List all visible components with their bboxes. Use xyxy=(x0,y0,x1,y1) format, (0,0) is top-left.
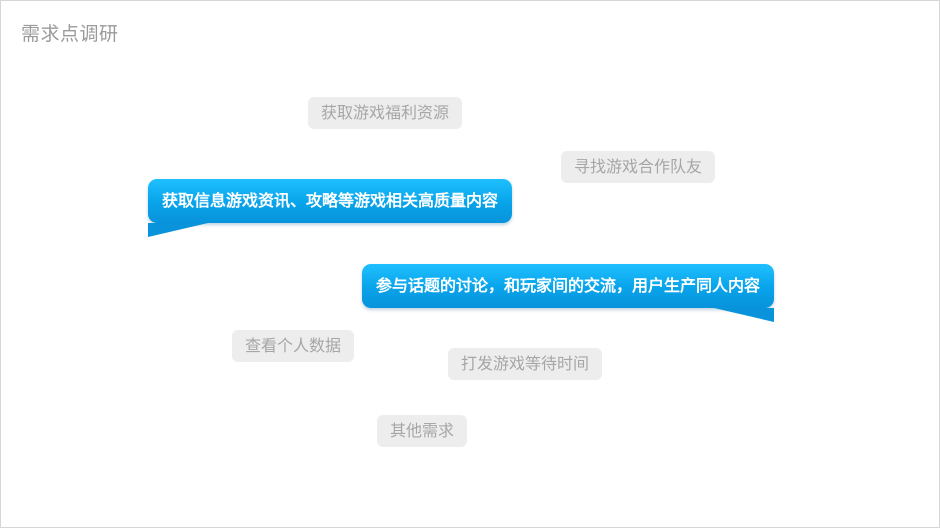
callout-game-info-text: 获取信息游戏资讯、攻略等游戏相关高质量内容 xyxy=(162,191,499,210)
callout-tail xyxy=(714,308,775,322)
slide-title: 需求点调研 xyxy=(21,23,119,45)
tag-other-needs: 其他需求 xyxy=(377,415,468,447)
callout-community-text: 参与话题的讨论，和玩家间的交流，用户生产同人内容 xyxy=(376,276,761,295)
callout-community: 参与话题的讨论，和玩家间的交流，用户生产同人内容 xyxy=(362,264,775,322)
tag-personal-data: 查看个人数据 xyxy=(232,330,355,362)
tag-pass-time: 打发游戏等待时间 xyxy=(448,348,603,380)
tag-find-teammates: 寻找游戏合作队友 xyxy=(561,151,716,183)
tag-game-benefits: 获取游戏福利资源 xyxy=(308,97,463,129)
callout-game-info: 获取信息游戏资讯、攻略等游戏相关高质量内容 xyxy=(148,179,513,237)
callout-tail xyxy=(148,223,208,237)
